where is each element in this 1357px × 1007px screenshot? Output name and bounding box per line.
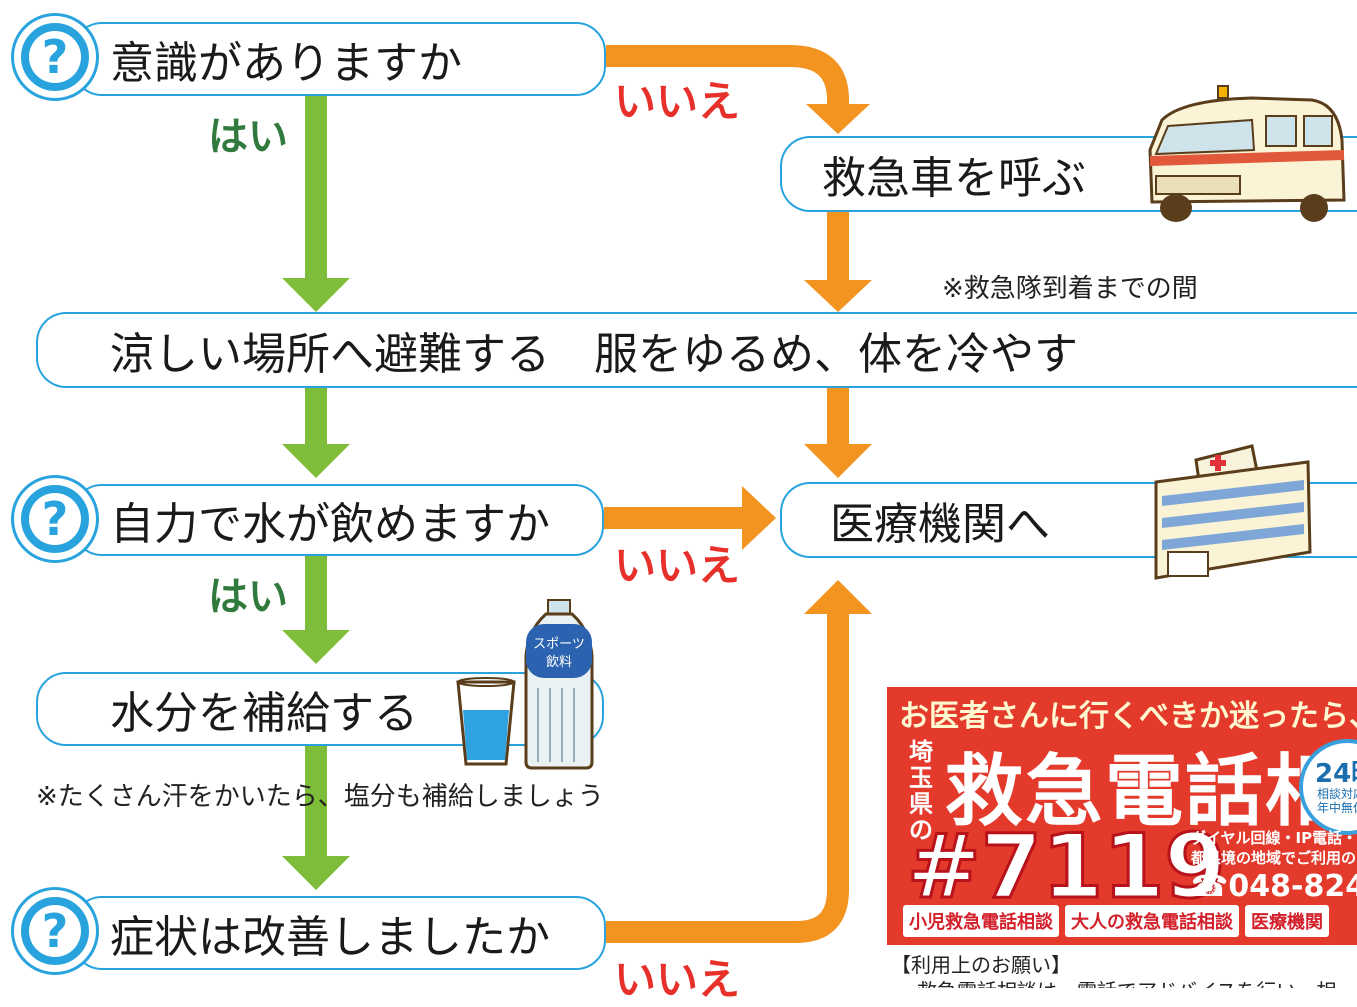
no-arrow-3 [606,580,872,943]
ambulance-down-arrow [804,212,872,312]
cool-down-box: 涼しい場所へ避難する 服をゆるめ、体を冷やす [36,312,1357,388]
question-text: 意識がありますか [110,38,462,89]
no-arrow-1 [606,45,870,134]
sports-drink-bottle-icon: スポーツ 飲料 [524,599,594,770]
flyer-tab-adult: 大人の救急電話相談 [1065,905,1239,937]
flyer-tab-medical: 医療機関 [1245,905,1329,937]
question-circle-icon: ? [14,478,96,560]
question-circle-icon: ? [14,890,96,972]
question-box-improved: 症状は改善しましたか [72,896,606,970]
flyer-banner [887,687,1357,945]
flyer-prefecture: 埼玉県の [909,738,933,844]
question-box-drink: 自力で水が飲めますか [72,484,604,556]
question-circle-icon: ? [14,16,96,98]
no-label: いいえ [614,77,741,126]
note-until-arrival: ※救急隊到着までの間 [942,274,1198,304]
flyer-title: 救急電話相談 [945,747,1357,837]
action-text: 涼しい場所へ避難する 服をゆるめ、体を冷やす [110,329,1078,380]
flyer-tab-child: 小児救急電話相談 [903,905,1059,937]
action-text: 医療機関へ [830,499,1050,550]
hydrate-box: 水分を補給する [36,672,604,746]
hospital-icon [1154,444,1312,580]
flyer-phone: ☎048-824-4 [1191,869,1357,904]
flyer-service-tabs: 小児救急電話相談 大人の救急電話相談 医療機関 [903,905,1329,937]
flyer-headline: お医者さんに行くべきか迷ったら、まず相談 [899,699,1357,734]
bottle-label-2: 飲料 [546,654,572,670]
flyer-notice-title: 【利用上のお願い】 [891,953,1071,977]
no-label: いいえ [614,955,741,1004]
no-arrow-2 [604,486,776,550]
action-text: 救急車を呼ぶ [822,153,1086,204]
bottle-label-1: スポーツ [533,637,585,652]
salt-note: ※たくさん汗をかいたら、塩分も補給しましょう [36,782,604,812]
question-text: 自力で水が飲めますか [110,499,550,550]
yes-arrow-3 [282,556,350,664]
flyer-border-note: 都県境の地域でご利用の [1191,849,1357,867]
flyer-notice-text: 救急電話相談は、電話でアドバイスを行い、相 [917,975,1336,988]
flyer-number: #7119 [906,814,1228,920]
ambulance-icon [1148,85,1346,222]
yes-arrow-2 [282,386,350,478]
yes-label: はい [208,114,288,160]
yes-arrow-4 [282,746,350,890]
action-text: 水分を補給する [110,688,418,739]
no-label: いいえ [614,541,741,590]
question-box-conscious: 意識がありますか [72,22,606,96]
yes-label: はい [208,574,288,620]
yes-arrow-1 [282,96,350,312]
flyer-dial-note: ダイヤル回線・IP電話・ [1191,829,1357,847]
question-text: 症状は改善しましたか [110,912,550,963]
cool-down-arrow [804,388,872,478]
water-glass-icon [456,677,516,766]
emergency-consultation-flyer: お医者さんに行くべきか迷ったら、まず相談 埼玉県の 救急電話相談 24時 相談対… [887,687,1357,988]
